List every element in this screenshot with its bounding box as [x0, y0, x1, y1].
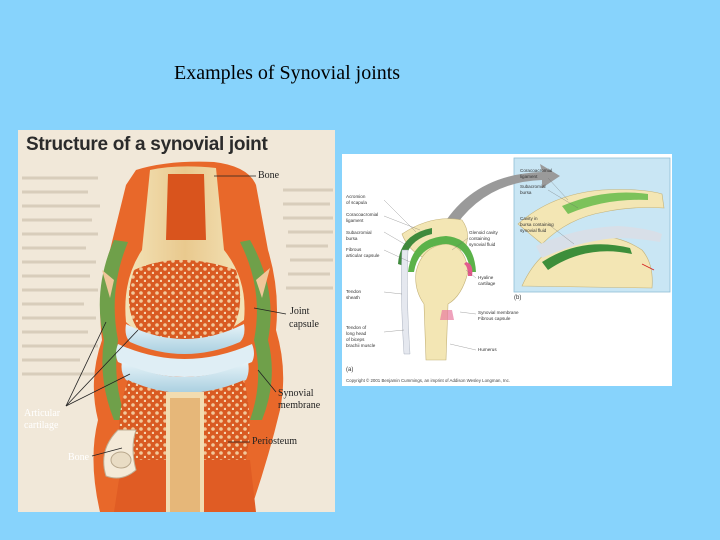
right-label-biceps-3: of biceps: [346, 337, 365, 342]
panel-b-label: (b): [514, 295, 522, 301]
panel-a-label: (a): [346, 367, 354, 373]
inset-label-cavity-2: bursa containing: [520, 222, 554, 227]
right-label-subacromial-2: bursa: [346, 236, 358, 241]
label-bone-top: Bone: [258, 170, 280, 181]
right-label-biceps-1: Tendon of: [346, 325, 367, 330]
inset-label-coracoacromial-2: ligament: [520, 174, 538, 179]
synovial-joint-illustration: [22, 161, 333, 512]
label-articular-cartilage-line2: cartilage: [24, 420, 59, 431]
label-joint-capsule-line1: Joint: [290, 306, 310, 317]
label-synovial-membrane-line1: Synovial: [278, 388, 314, 399]
right-label-glenoid-2: containing: [469, 236, 490, 241]
label-synovial-membrane-line2: membrane: [278, 400, 321, 411]
left-figure-title: Structure of a synovial joint: [26, 134, 268, 155]
right-label-acromion-2: of scapula: [346, 200, 367, 205]
right-label-hyaline-1: Hyaline: [478, 275, 494, 280]
right-label-fibrous-capsule: Fibrous capsule: [478, 316, 511, 321]
right-label-glenoid-3: synovial fluid: [469, 242, 496, 247]
right-label-biceps-2: long head: [346, 331, 367, 336]
label-articular-cartilage-line1: Articular: [24, 408, 61, 419]
right-label-acromion-1: Acromion: [346, 194, 366, 199]
right-label-fibrous-2: articular capsule: [346, 253, 380, 258]
synovial-joint-structure-figure: Structure of a synovial joint Bone Joint…: [18, 130, 335, 512]
copyright-text: Copyright © 2001 Benjamin Cummings, an i…: [346, 378, 510, 383]
shoulder-joint-figure: Acromion of scapula Coracoacromial ligam…: [342, 154, 672, 386]
right-label-humerus: Humerus: [478, 347, 497, 352]
right-label-biceps-4: brachii muscle: [346, 343, 376, 348]
right-label-fibrous-1: Fibrous: [346, 247, 362, 252]
right-label-glenoid-1: Glenoid cavity: [469, 230, 498, 235]
right-label-coracoacromial-1: Coracoacromial: [346, 212, 379, 217]
label-bone-bottom: Bone: [68, 452, 90, 463]
inset-label-cavity-3: synovial fluid: [520, 228, 547, 233]
inset-label-cavity-1: Cavity in: [520, 216, 538, 221]
inset-label-subacromial-1: Subacromial: [520, 184, 546, 189]
right-label-synovial-membrane: Synovial membrane: [478, 310, 519, 315]
inset-label-subacromial-2: bursa: [520, 190, 532, 195]
label-periosteum: Periosteum: [252, 436, 297, 447]
slide-title: Examples of Synovial joints: [174, 62, 401, 84]
right-label-hyaline-2: cartilage: [478, 281, 496, 286]
right-label-tendon-sheath-2: sheath: [346, 295, 360, 300]
right-label-coracoacromial-2: ligament: [346, 218, 364, 223]
right-label-subacromial-1: Subacromial: [346, 230, 372, 235]
right-label-tendon-sheath-1: Tendon: [346, 289, 362, 294]
shoulder-joint-illustration: [383, 157, 671, 361]
label-joint-capsule-line2: capsule: [289, 319, 319, 330]
inset-label-coracoacromial-1: Coracoacromial: [520, 168, 553, 173]
